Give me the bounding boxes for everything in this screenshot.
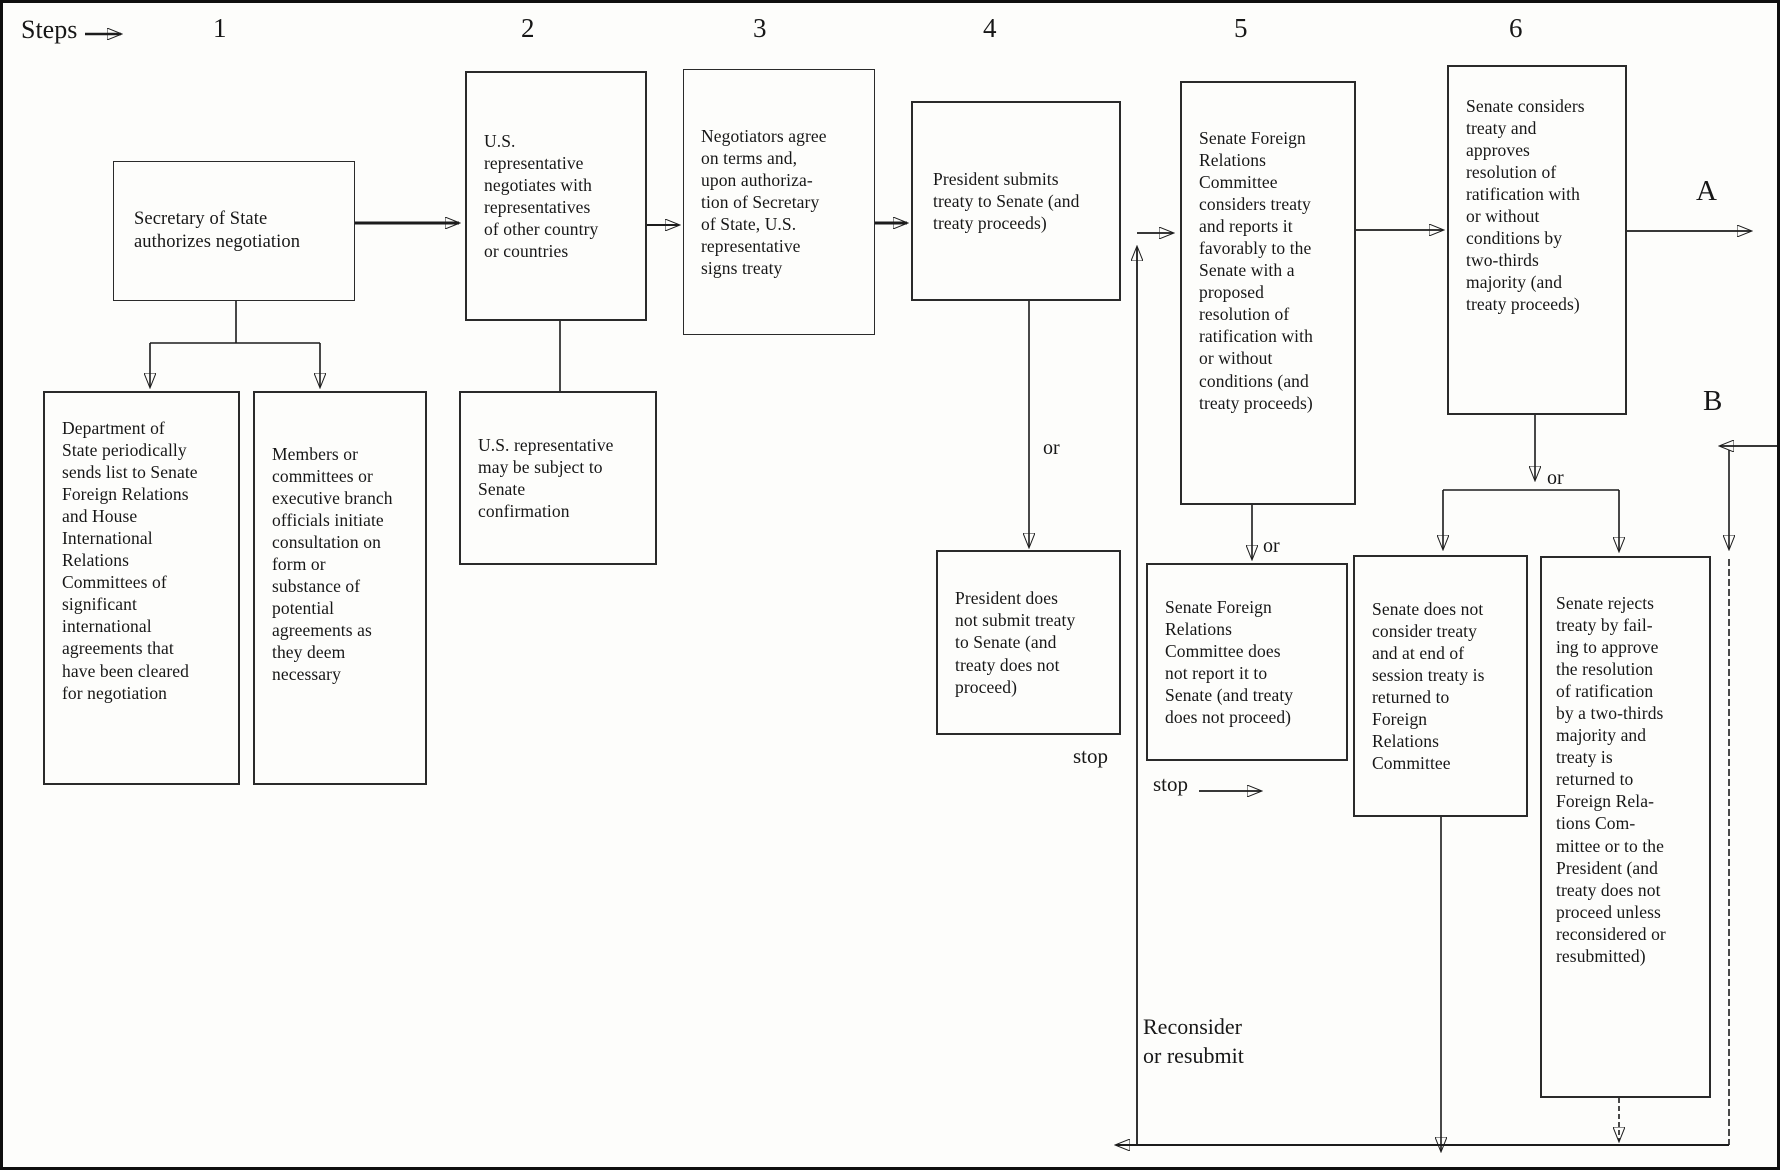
box-senate-approves-text: Senate considers treaty and approves res… xyxy=(1466,96,1585,315)
steps-label: Steps xyxy=(21,15,78,44)
box-dept-state-list-text: Department of State periodically sends l… xyxy=(62,418,198,703)
box-secretary-authorizes-text: Secretary of State authorizes negotiatio… xyxy=(134,208,301,252)
or-label-senate: or xyxy=(1547,467,1564,489)
box-dept-state-list: Department of State periodically sends l… xyxy=(43,391,240,785)
box-senate-rejects: Senate rejects treaty by fail- ing to ap… xyxy=(1540,556,1711,1098)
column-number-2: 2 xyxy=(521,13,535,43)
box-sfrc-not-report-text: Senate Foreign Relations Committee does … xyxy=(1165,596,1294,728)
or-label-sfrc: or xyxy=(1263,535,1280,557)
box-senate-rejects-text: Senate rejects treaty by fail- ing to ap… xyxy=(1556,593,1666,966)
box-sfrc-not-report: Senate Foreign Relations Committee does … xyxy=(1146,563,1348,761)
reconsider-label: Reconsider or resubmit xyxy=(1143,1014,1244,1068)
box-negotiators-agree-text: Negotiators agree on terms and, upon aut… xyxy=(701,125,827,279)
box-president-not-submit: President does not submit treaty to Sena… xyxy=(936,550,1121,735)
box-negotiators-agree: Negotiators agree on terms and, upon aut… xyxy=(683,69,875,335)
box-president-submits: President submits treaty to Senate (and … xyxy=(911,101,1121,301)
box-president-submits-text: President submits treaty to Senate (and … xyxy=(933,168,1080,234)
stop-label-president: stop xyxy=(1073,744,1109,768)
box-senate-not-consider-text: Senate does not consider treaty and at e… xyxy=(1372,598,1485,774)
box-usrep-confirmation-text: U.S. representative may be subject to Se… xyxy=(478,434,614,522)
box-members-consultation: Members or committees or executive branc… xyxy=(253,391,427,785)
box-senate-approves: Senate considers treaty and approves res… xyxy=(1447,65,1627,415)
column-number-4: 4 xyxy=(983,13,997,43)
stop-label-sfrc: stop xyxy=(1153,772,1189,796)
box-secretary-authorizes: Secretary of State authorizes negotiatio… xyxy=(113,161,355,301)
box-usrep-confirmation: U.S. representative may be subject to Se… xyxy=(459,391,657,565)
box-sfrc-considers: Senate Foreign Relations Committee consi… xyxy=(1180,81,1356,505)
offpage-connector-b: B xyxy=(1703,385,1723,417)
box-usrep-negotiates-text: U.S. representative negotiates with repr… xyxy=(484,130,599,262)
box-sfrc-considers-text: Senate Foreign Relations Committee consi… xyxy=(1199,128,1313,413)
or-label-president: or xyxy=(1043,437,1060,459)
column-number-1: 1 xyxy=(213,13,227,43)
box-senate-not-consider: Senate does not consider treaty and at e… xyxy=(1353,555,1528,817)
column-number-3: 3 xyxy=(753,13,767,43)
offpage-connector-a: A xyxy=(1696,175,1717,207)
box-usrep-negotiates: U.S. representative negotiates with repr… xyxy=(465,71,647,321)
column-number-6: 6 xyxy=(1509,13,1523,43)
column-number-5: 5 xyxy=(1234,13,1248,43)
box-members-consultation-text: Members or committees or executive branc… xyxy=(272,444,393,685)
box-president-not-submit-text: President does not submit treaty to Sena… xyxy=(955,588,1076,697)
